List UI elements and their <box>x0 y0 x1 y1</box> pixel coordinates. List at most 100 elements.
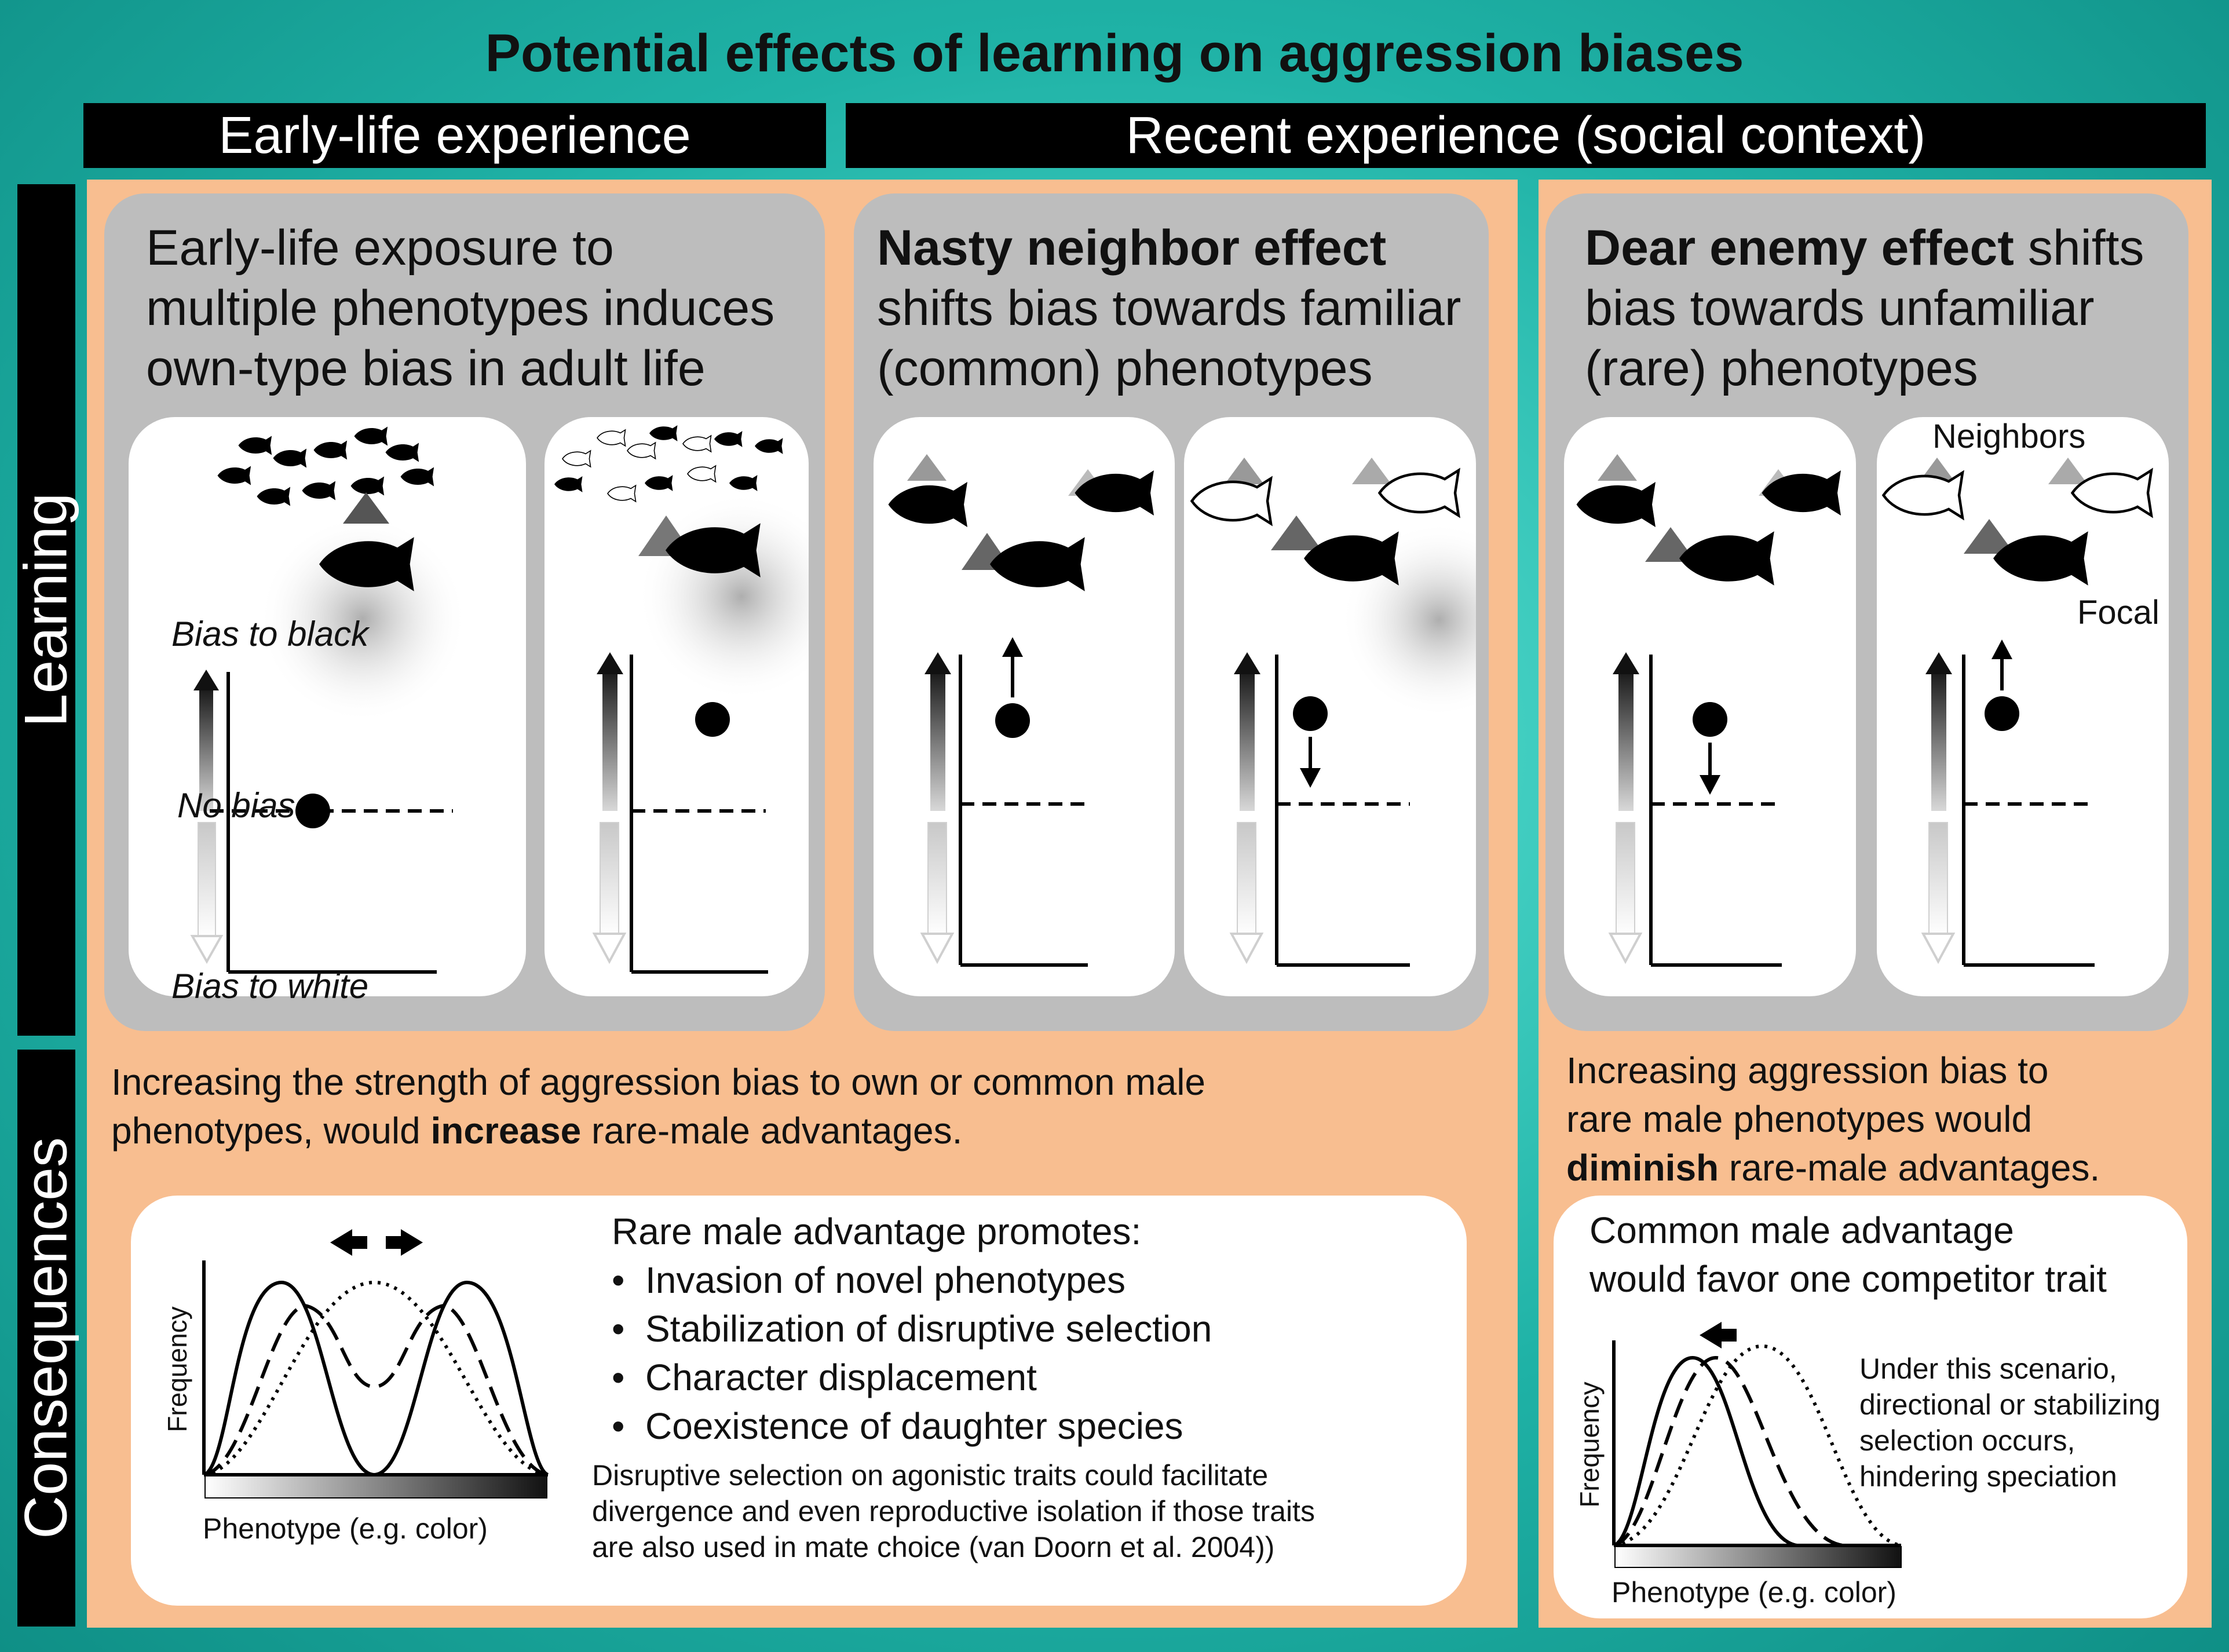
bias-arrow-up <box>1234 652 1260 811</box>
bullet-item: • Character displacement <box>612 1357 1037 1398</box>
bias-axes <box>630 655 768 974</box>
dear-enemy-line3: (rare) phenotypes <box>1585 341 1978 396</box>
panel-early-mixed <box>545 417 809 996</box>
consequence-right-line2: rare male phenotypes would <box>1566 1098 2033 1140</box>
consequence-right-line3-bold: diminish <box>1566 1147 1719 1189</box>
panel-dear-white <box>1877 417 2169 996</box>
row-label-bar-learning <box>17 184 75 1036</box>
rare-male-bullets: • Invasion of novel phenotypes • Stabili… <box>612 1256 1212 1450</box>
common-male-heading: Common male advantage would favor one co… <box>1589 1206 2107 1303</box>
bias-arrow-up <box>1925 652 1952 811</box>
dear-enemy-title-rest: shifts <box>2014 220 2144 276</box>
bias-point <box>1293 696 1328 731</box>
curve-solid <box>1613 1355 1797 1547</box>
focal-territory-marker <box>343 492 389 524</box>
curve-dashed <box>203 1303 549 1476</box>
common-male-line2: would favor one competitor trait <box>1589 1258 2107 1300</box>
consequence-right-line1: Increasing aggression bias to <box>1566 1050 2049 1091</box>
consequence-right-box: Common male advantage would favor one co… <box>1554 1196 2187 1618</box>
bullet-item: • Coexistence of daughter species <box>612 1405 1183 1447</box>
bias-arrow-down <box>1229 822 1264 964</box>
bias-point <box>695 702 730 737</box>
fish-school-mixed <box>554 425 783 502</box>
bias-point <box>295 794 330 828</box>
nasty-neighbor-title: Nasty neighbor effect <box>877 220 1387 276</box>
bullet-item: • Stabilization of disruptive selection <box>612 1308 1212 1350</box>
early-life-heading-line3: own-type bias in adult life <box>146 341 706 396</box>
neighbor-territory <box>1598 454 1637 481</box>
neighbor-fish-white <box>1192 478 1271 524</box>
early-life-heading-line1: Early-life exposure to <box>146 220 614 276</box>
shift-arrow-up <box>1992 639 2012 690</box>
scenario-note-line1: Under this scenario, <box>1859 1353 2117 1385</box>
bias-arrow-down <box>1921 822 1956 964</box>
panel-dear-black <box>1564 417 1856 996</box>
disruptive-note-line1: Disruptive selection on agonistic traits… <box>592 1459 1269 1492</box>
neighbor-territory <box>2048 458 2088 484</box>
scenario-note-line3: selection occurs, <box>1859 1424 2075 1457</box>
consequence-right-text: Increasing aggression bias to rare male … <box>1566 1046 2100 1192</box>
common-male-line1: Common male advantage <box>1589 1209 2014 1251</box>
label-neighbors: Neighbors <box>1932 418 2086 455</box>
bias-point <box>1693 702 1727 737</box>
focal-territory-marker <box>1645 527 1696 562</box>
bias-axes <box>1649 655 1782 967</box>
focal-fish-black <box>990 537 1085 591</box>
frequency-axes <box>202 1260 548 1476</box>
consequence-left-line2-pre: phenotypes, would <box>111 1110 431 1152</box>
fish-school-black <box>217 426 434 506</box>
row-label-learning: Learning <box>12 492 80 728</box>
label-bias-to-black: Bias to black <box>171 615 369 653</box>
nasty-neighbor-line2: shifts bias towards familiar <box>877 280 1461 336</box>
left-ylabel-frequency: Frequency <box>162 1306 192 1432</box>
disruptive-note-line2: divergence and even reproductive isolati… <box>592 1495 1315 1527</box>
disruptive-note: Disruptive selection on agonistic traits… <box>592 1457 1315 1565</box>
phenotype-color-bar <box>204 1475 547 1499</box>
row-label-bar-consequences <box>17 1050 75 1627</box>
direction-arrow <box>1700 1322 1737 1348</box>
bias-point <box>995 703 1030 738</box>
bias-arrow-up <box>925 652 951 811</box>
focal-fish-black <box>1993 531 2088 586</box>
panel-nasty-white <box>1184 417 1476 996</box>
focal-territory-marker <box>1964 519 2015 554</box>
nasty-neighbor-heading: Nasty neighbor effect shifts bias toward… <box>877 218 1461 399</box>
dear-enemy-heading: Dear enemy effect shifts bias towards un… <box>1585 218 2144 399</box>
neighbor-territory <box>1225 458 1264 484</box>
dear-enemy-line2: bias towards unfamiliar <box>1585 280 2095 336</box>
bias-axes <box>226 672 437 974</box>
bias-axes <box>959 655 1088 967</box>
curve-solid <box>203 1280 549 1477</box>
consequence-left-line2-post: rare-male advantages. <box>581 1110 963 1152</box>
column-header-recent-label: Recent experience (social context) <box>1126 106 1926 165</box>
neighbor-territory <box>1352 458 1391 484</box>
label-no-bias: No bias <box>177 786 295 825</box>
column-header-recent: Recent experience (social context) <box>846 103 2206 168</box>
curve-dotted <box>1613 1344 1902 1547</box>
focal-fish-black <box>1679 531 1774 586</box>
bias-arrow-up <box>1613 652 1639 811</box>
disruptive-note-line3: are also used in mate choice (van Doorn … <box>592 1531 1275 1563</box>
bias-point <box>1985 696 2019 731</box>
neighbor-fish-white <box>2073 470 2152 516</box>
label-focal: Focal <box>2077 594 2159 631</box>
consequence-right-line3-post: rare-male advantages. <box>1719 1147 2100 1189</box>
early-life-heading-line2: multiple phenotypes induces <box>146 280 775 336</box>
dear-enemy-title: Dear enemy effect <box>1585 220 2014 276</box>
figure-title: Potential effects of learning on aggress… <box>485 24 1744 83</box>
consequence-left-line2-bold: increase <box>430 1110 582 1152</box>
focal-glow <box>258 514 467 723</box>
bias-arrow-down <box>920 822 955 964</box>
curve-dashed <box>1613 1355 1844 1547</box>
bias-arrow-down <box>1608 822 1643 964</box>
column-header-early: Early-life experience <box>83 103 826 168</box>
divergence-arrows <box>330 1229 423 1256</box>
bias-axes <box>1275 655 1410 967</box>
shift-arrow-down <box>1300 737 1321 788</box>
scenario-note-line4: hindering speciation <box>1859 1460 2117 1493</box>
neighbor-fish-black <box>1576 482 1656 527</box>
bias-arrow-up <box>597 652 623 811</box>
consequence-left-text: Increasing the strength of aggression bi… <box>111 1058 1205 1155</box>
neighbor-territory <box>907 454 947 481</box>
